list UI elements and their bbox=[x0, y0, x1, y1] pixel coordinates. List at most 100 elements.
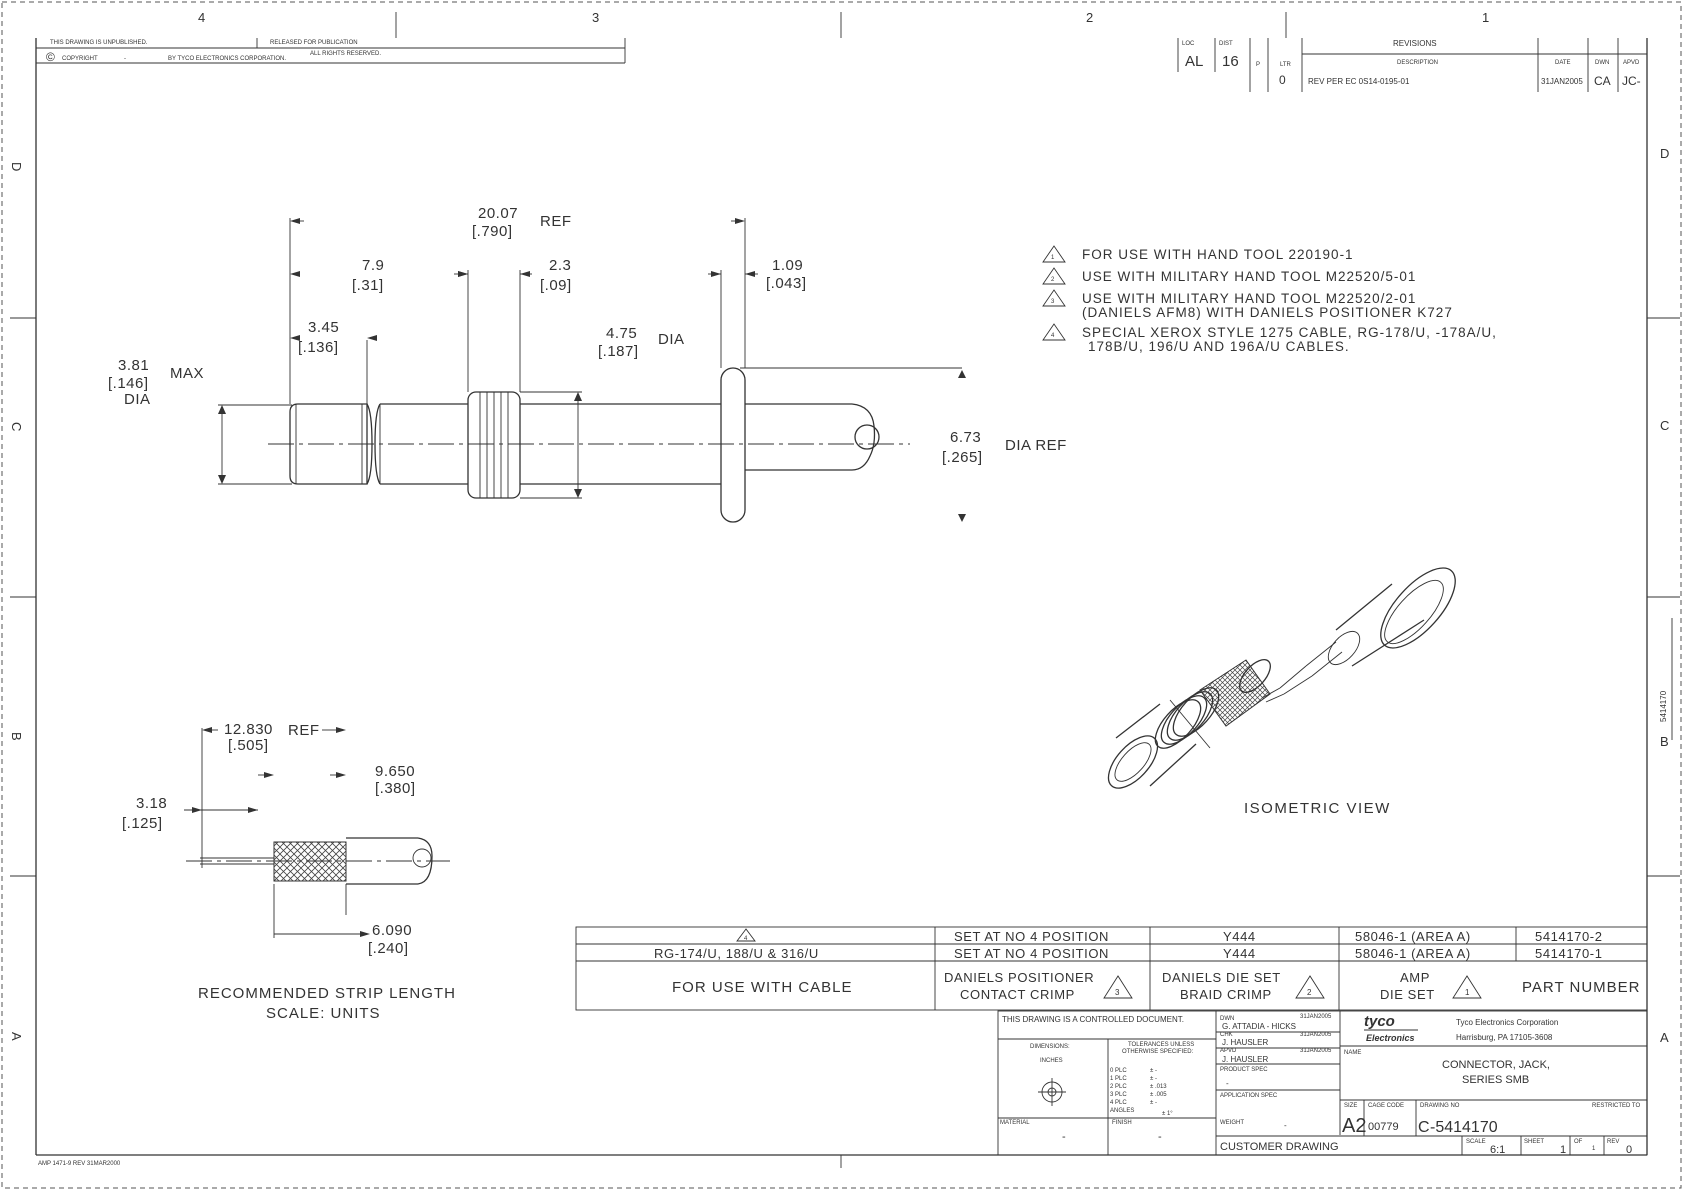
tb-part-name-2: SERIES SMB bbox=[1462, 1074, 1529, 1086]
dim-cable-mm: 3.81 bbox=[118, 357, 149, 374]
tb-restricted-label: RESTRICTED TO bbox=[1592, 1103, 1640, 1109]
header-amp-2: DIE SET bbox=[1380, 987, 1435, 1002]
row2-positioner: SET AT NO 4 POSITION bbox=[954, 946, 1109, 961]
tb-application-spec-label: APPLICATION SPEC bbox=[1220, 1093, 1278, 1099]
tb-company-address: Harrisburg, PA 17105-3608 bbox=[1456, 1033, 1553, 1042]
strip-overall-mm: 12.830 bbox=[224, 721, 273, 738]
side-view-dimensions: 20.07 [.790] REF 7.9 [.31] 2.3 [.09] 1.0… bbox=[108, 205, 1066, 466]
tb-customer-drawing: CUSTOMER DRAWING bbox=[1220, 1141, 1339, 1153]
note-3-num: 3 bbox=[1051, 299, 1055, 305]
publication-strip: THIS DRAWING IS UNPUBLISHED. RELEASED FO… bbox=[36, 38, 626, 64]
copyright-label: COPYRIGHT bbox=[62, 56, 98, 62]
strip-jacket-in: [.380] bbox=[375, 780, 416, 797]
strip-length-title: RECOMMENDED STRIP LENGTH bbox=[198, 985, 456, 1002]
row1-amp-die: 58046-1 (AREA A) bbox=[1355, 929, 1471, 944]
header-part-number: PART NUMBER bbox=[1522, 979, 1641, 996]
dim-ferrule-mm: 2.3 bbox=[549, 257, 571, 274]
row2-part-number: 5414170-1 bbox=[1535, 946, 1603, 961]
zone-col-3: 3 bbox=[592, 10, 599, 25]
zone-col-4: 4 bbox=[198, 10, 205, 25]
tol-val: ± .005 bbox=[1150, 1092, 1167, 1098]
rev-p-label: P bbox=[1256, 62, 1260, 68]
application-table: 4 SET AT NO 4 POSITION Y444 58046-1 (ARE… bbox=[575, 926, 1648, 1011]
note-1: 1 FOR USE WITH HAND TOOL 220190-1 bbox=[1042, 245, 1353, 263]
tb-tolerances-label-1: TOLERANCES UNLESS bbox=[1128, 1042, 1194, 1048]
projection-symbol-icon bbox=[1038, 1078, 1066, 1106]
tb-finish-label: FINISH bbox=[1112, 1120, 1132, 1126]
dim-sleeve-mm: 7.9 bbox=[362, 257, 384, 274]
note-3-text: USE WITH MILITARY HAND TOOL M22520/2-01 bbox=[1082, 291, 1416, 306]
strip-length-dimensions: 12.830 [.505] REF 9.650 [.380] 3.18 [.12… bbox=[122, 721, 456, 1022]
title-block: THIS DRAWING IS A CONTROLLED DOCUMENT. D… bbox=[997, 1010, 1648, 1156]
tol-plc: 1 PLC bbox=[1110, 1076, 1127, 1082]
dim-flange-dia-mm: 6.73 bbox=[950, 429, 981, 446]
revisions-header: REVISIONS bbox=[1393, 39, 1437, 48]
dim-flange-dia-in: [.265] bbox=[942, 449, 983, 466]
tb-sheet-label: SHEET bbox=[1524, 1139, 1544, 1145]
tb-tolerance-list: 0 PLC ± - 1 PLC ± - 2 PLC ± .013 3 PLC ±… bbox=[1110, 1068, 1173, 1117]
note-4-text: SPECIAL XEROX STYLE 1275 CABLE, RG-178/U… bbox=[1082, 325, 1497, 340]
tol-val: ± - bbox=[1150, 1068, 1157, 1074]
tol-plc: 2 PLC bbox=[1110, 1084, 1127, 1090]
strip-overall-ref: REF bbox=[288, 722, 320, 739]
zone-col-2: 2 bbox=[1086, 10, 1093, 25]
tb-appvd-name: J. HAUSLER bbox=[1222, 1055, 1268, 1064]
tb-drawing-no-prefix: C bbox=[1418, 1119, 1430, 1136]
tb-drawing-no: -5414170 bbox=[1430, 1119, 1498, 1136]
tb-dimensions: INCHES bbox=[1040, 1058, 1063, 1064]
drawing-notes: 1 FOR USE WITH HAND TOOL 220190-1 2 USE … bbox=[1042, 245, 1497, 354]
tb-name-label: NAME bbox=[1344, 1050, 1361, 1056]
row2-amp-die: 58046-1 (AREA A) bbox=[1355, 946, 1471, 961]
strip-overall-in: [.505] bbox=[228, 737, 269, 754]
tol-plc: ANGLES bbox=[1110, 1108, 1134, 1114]
tb-drawing-no-label: DRAWING NO bbox=[1420, 1103, 1460, 1109]
dim-cable-in: [.146] bbox=[108, 375, 149, 392]
zone-labels: 4 3 2 1 D C B A D C B A bbox=[9, 10, 1669, 1045]
strip-braid-mm: 6.090 bbox=[372, 922, 412, 939]
dim-ferrule-in: [.09] bbox=[540, 277, 572, 294]
zone-row-b: B bbox=[1660, 734, 1669, 749]
tol-val: ± 1° bbox=[1162, 1111, 1173, 1117]
released-notice: RELEASED FOR PUBLICATION bbox=[270, 40, 358, 46]
row1-die-set: Y444 bbox=[1223, 929, 1256, 944]
rev-dist-value: 16 bbox=[1222, 53, 1239, 70]
header-amp-note: 1 bbox=[1465, 988, 1470, 997]
tb-weight: - bbox=[1284, 1121, 1287, 1130]
tb-product-spec-label: PRODUCT SPEC bbox=[1220, 1067, 1268, 1073]
rev-ltr-value: 0 bbox=[1279, 73, 1286, 87]
tb-material: - bbox=[1062, 1131, 1066, 1143]
dim-overall-in: [.790] bbox=[472, 223, 513, 240]
copyright-symbol: © bbox=[46, 50, 55, 64]
tb-of-label: OF bbox=[1574, 1139, 1583, 1145]
dim-crimp-in: [.136] bbox=[298, 339, 339, 356]
note-3-text-2: (DANIELS AFM8) WITH DANIELS POSITIONER K… bbox=[1082, 305, 1453, 320]
isometric-view-label: ISOMETRIC VIEW bbox=[1244, 800, 1391, 817]
tb-dwn-label: DWN bbox=[1220, 1016, 1234, 1022]
tb-appvd-label: APVD bbox=[1220, 1048, 1237, 1054]
rev-desc-value: REV PER EC 0S14-0195-01 bbox=[1308, 77, 1410, 86]
tb-company-name: Tyco Electronics Corporation bbox=[1456, 1018, 1558, 1027]
tb-weight-label: WEIGHT bbox=[1220, 1120, 1244, 1126]
tol-plc: 4 PLC bbox=[1110, 1100, 1127, 1106]
tb-product-spec: - bbox=[1226, 1079, 1229, 1088]
tb-cage-label: CAGE CODE bbox=[1368, 1103, 1404, 1109]
tb-size-label: SIZE bbox=[1344, 1103, 1357, 1109]
tol-val: ± .013 bbox=[1150, 1084, 1167, 1090]
header-die-note: 2 bbox=[1307, 988, 1312, 997]
tb-rev-label: REV bbox=[1607, 1139, 1619, 1145]
note-2-text: USE WITH MILITARY HAND TOOL M22520/5-01 bbox=[1082, 269, 1416, 284]
note-2: 2 USE WITH MILITARY HAND TOOL M22520/5-0… bbox=[1042, 267, 1416, 285]
row1-cable-note: 4 bbox=[744, 936, 748, 942]
rev-dwn-label: DWN bbox=[1595, 60, 1609, 66]
tb-finish: - bbox=[1158, 1131, 1162, 1143]
tb-cage-code: 00779 bbox=[1368, 1121, 1399, 1133]
tol-plc: 3 PLC bbox=[1110, 1092, 1127, 1098]
tb-part-name-1: CONNECTOR, JACK, bbox=[1442, 1059, 1550, 1071]
header-cable: FOR USE WITH CABLE bbox=[672, 979, 853, 996]
zone-row-d: D bbox=[1660, 146, 1669, 161]
strip-length-drawing bbox=[184, 727, 450, 938]
note-4-num: 4 bbox=[1051, 333, 1055, 339]
rev-loc-label: LOC bbox=[1182, 41, 1195, 47]
rev-date-label: DATE bbox=[1555, 60, 1571, 66]
